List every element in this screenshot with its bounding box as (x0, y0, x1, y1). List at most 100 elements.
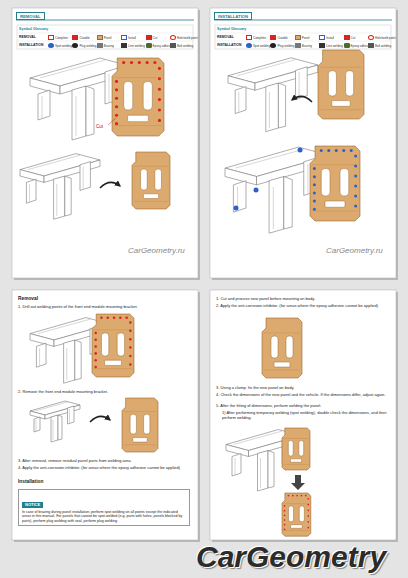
panel-hole (290, 459, 301, 463)
panel-flange (283, 504, 309, 531)
frame-part (65, 176, 71, 216)
label: Removal (18, 296, 38, 302)
weld-point (313, 167, 316, 170)
weld-point (284, 528, 286, 530)
frame-part (45, 405, 80, 419)
frame-part (51, 415, 58, 442)
mounting-bracket-panel (282, 493, 311, 536)
frame-line (40, 60, 105, 78)
weld-point (284, 505, 286, 507)
frame-line (29, 184, 30, 202)
glossary-item: Hole/weld point (368, 35, 396, 40)
glossary-symbol (48, 35, 54, 40)
direction-arrow (100, 182, 120, 188)
weld-point (129, 346, 132, 349)
manual-page (210, 8, 396, 278)
glossary-symbol (48, 43, 54, 48)
frame-line (235, 458, 236, 475)
weld-point (350, 149, 353, 152)
panel-hole (143, 194, 158, 199)
glossary-text: Complete (253, 36, 266, 40)
frame-part (36, 343, 46, 367)
panel-flange (264, 333, 300, 370)
leader-line (108, 118, 116, 125)
glossary-symbol (246, 43, 252, 48)
weld-point (320, 149, 323, 152)
direction-arrow (90, 416, 110, 422)
glossary-text: Plug welding (79, 44, 96, 48)
instruction-text: 4. Apply the anti-corrosion inhibitor. (… (18, 465, 190, 470)
instruction-text: 1. Drill out welding points of the front… (18, 304, 190, 309)
frame-part (38, 90, 50, 120)
panel-outline (310, 146, 360, 221)
panel-outline (262, 318, 302, 378)
weld-point (115, 80, 118, 83)
glossary-text: Complete (55, 36, 68, 40)
frame-line (269, 92, 270, 128)
glossary-symbol (319, 35, 325, 40)
weld-point (100, 316, 103, 319)
weld-point (354, 165, 357, 168)
weld-point (307, 504, 309, 506)
frame-line (273, 187, 274, 229)
glossary-rule (215, 33, 391, 34)
label: Cut (96, 124, 103, 130)
glossary-symbol (295, 35, 301, 40)
glossary-text: Cut (153, 36, 158, 40)
weld-point (284, 519, 286, 521)
panel-outline (112, 58, 164, 136)
glossary-item: Install (319, 35, 334, 40)
panel-outline (132, 152, 170, 209)
instruction-text: 5. After the fitting of dimensions, perf… (216, 403, 388, 408)
weld-point (113, 316, 116, 319)
section-header: REMOVAL (16, 12, 45, 20)
glossary-text: Install (128, 36, 136, 40)
weld-point (313, 175, 316, 178)
frame-line (28, 155, 80, 169)
mounting-bracket-panel (122, 398, 158, 452)
glossary-item: Brazing (295, 43, 312, 48)
panel-hole (274, 362, 290, 367)
glossary-symbol (295, 43, 301, 48)
weld-point (106, 316, 109, 319)
glossary-item: Line welding (319, 43, 343, 48)
frame-line (38, 319, 90, 333)
glossary-symbol (146, 35, 152, 40)
glossary-item: Cut (146, 35, 158, 40)
frame-part (284, 177, 292, 230)
weld-point (94, 352, 97, 355)
glossary-symbol (97, 35, 103, 40)
glossary-symbol (146, 43, 152, 48)
label: CarGeometry.ru (128, 246, 185, 256)
frame-part (72, 86, 86, 140)
panel-slot (155, 169, 162, 190)
notice-box: NOTICEIn case of brazing during panel in… (18, 489, 190, 526)
manual-page (210, 290, 396, 540)
frame-part (44, 160, 100, 182)
panel-slot (101, 333, 108, 356)
frame-line (53, 420, 54, 440)
mounting-bracket-panel (262, 318, 302, 378)
frame-part (268, 451, 274, 489)
mounting-bracket-panel (310, 146, 360, 221)
mounting-bracket-panel (282, 428, 310, 470)
glossary-text: Spot welding (253, 44, 270, 48)
weld-point (307, 521, 309, 523)
glossary-symbol (270, 43, 276, 48)
weld-point (354, 175, 357, 178)
mounting-bracket-panel (112, 58, 164, 136)
glossary-item: Spot welding (48, 43, 72, 48)
weld-point (342, 149, 345, 152)
manual-page (12, 8, 198, 278)
weld-point (354, 205, 357, 208)
direction-arrow (292, 96, 312, 102)
glossary-item: Cutable (270, 35, 287, 40)
glossary-item: Plug welding (72, 43, 96, 48)
glossary-item: Spot welding (246, 43, 270, 48)
body-frame-sketch (30, 401, 80, 442)
glossary-item: Bolt welding (170, 43, 193, 48)
notice-tag: NOTICE (22, 502, 43, 508)
frame-line (35, 402, 68, 411)
panel-slot (346, 71, 354, 96)
glossary-text: Line welding (128, 44, 145, 48)
